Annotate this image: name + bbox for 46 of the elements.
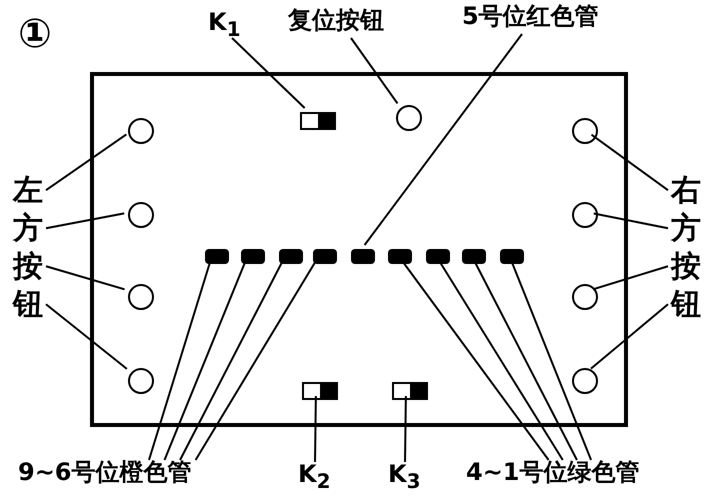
leader-line	[46, 265, 125, 290]
leader-line	[194, 259, 318, 461]
part-label: 4~1号位绿色管	[466, 460, 702, 490]
indicator-lamp	[351, 249, 375, 264]
leader-line	[231, 37, 306, 109]
indicator-lamp	[205, 249, 229, 264]
toggle-switch	[300, 112, 336, 130]
indicator-lamp	[279, 249, 303, 264]
leader-line	[45, 303, 128, 370]
part-label: K$_{2}$	[298, 462, 332, 492]
leader-line	[593, 265, 668, 290]
push-button	[572, 118, 598, 144]
push-button	[396, 105, 422, 131]
part-label: K$_{3}$	[388, 462, 422, 492]
leader-line	[590, 134, 669, 192]
figure-number: ①	[18, 14, 52, 54]
part-label: 左方按钮	[10, 172, 46, 324]
part-label: 5号位红色管	[462, 4, 662, 34]
indicator-lamp	[313, 249, 337, 264]
push-button	[128, 368, 154, 394]
push-button	[572, 368, 598, 394]
push-button	[572, 202, 598, 228]
leader-line	[46, 212, 124, 230]
indicator-lamp	[500, 249, 524, 264]
indicator-lamp	[388, 249, 412, 264]
part-label: 9~6号位橙色管	[18, 460, 240, 490]
leader-line	[364, 33, 523, 246]
panel-outline	[90, 72, 628, 427]
indicator-lamp	[426, 249, 450, 264]
leader-line	[350, 37, 398, 104]
push-button	[128, 118, 154, 144]
leader-line	[314, 396, 317, 462]
part-label: K$_{1}$	[208, 10, 238, 38]
push-button	[572, 284, 598, 310]
part-label: 复位按钮	[288, 8, 428, 38]
leader-line	[45, 134, 127, 192]
leader-line	[404, 396, 407, 462]
part-label: 右方按钮	[668, 172, 704, 324]
toggle-switch	[392, 382, 428, 400]
leader-line	[594, 212, 668, 230]
push-button	[128, 284, 154, 310]
leader-line	[590, 303, 669, 370]
push-button	[128, 202, 154, 228]
indicator-lamp	[462, 249, 486, 264]
indicator-lamp	[241, 249, 265, 264]
toggle-switch	[302, 382, 338, 400]
